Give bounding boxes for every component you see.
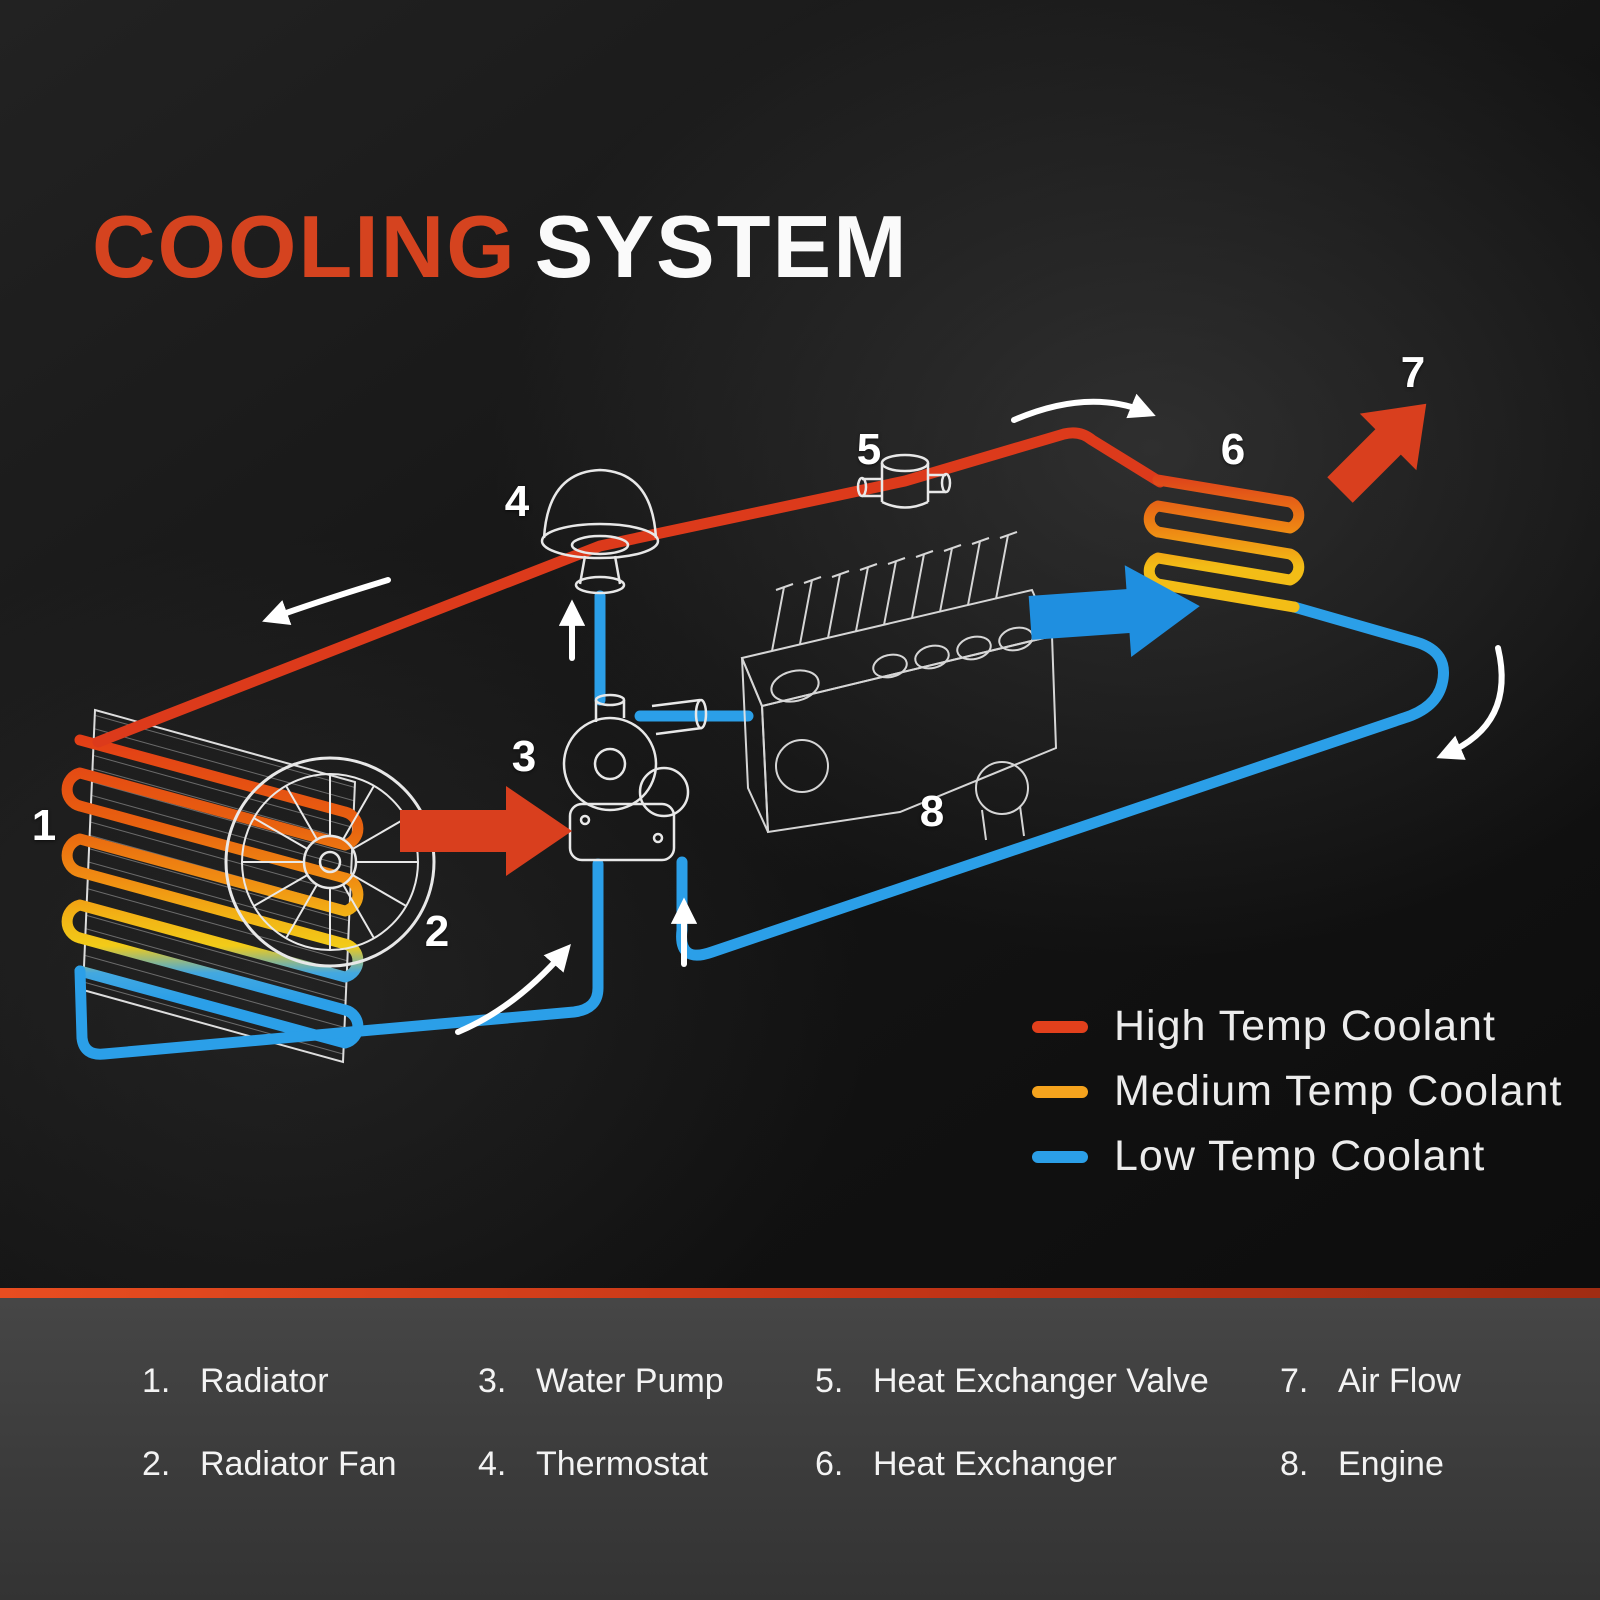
marker-2-radiator-fan: 2 bbox=[424, 907, 450, 956]
radiator-fan bbox=[224, 756, 436, 968]
flow-arrow-right-curved bbox=[1436, 645, 1505, 760]
title-cooling: COOLING bbox=[92, 197, 517, 296]
high-temp-swatch bbox=[1032, 1020, 1088, 1033]
part-item-heat-exchanger-valve: 5. Heat Exchanger Valve bbox=[815, 1362, 1209, 1401]
part-label: Thermostat bbox=[536, 1445, 708, 1483]
low-temp-swatch bbox=[1032, 1150, 1088, 1163]
medium-temp-swatch bbox=[1032, 1085, 1088, 1098]
part-label: Engine bbox=[1338, 1445, 1444, 1483]
legend-label: Low Temp Coolant bbox=[1114, 1132, 1486, 1180]
parts-column-3: 5. Heat Exchanger Valve 6. Heat Exchange… bbox=[815, 1362, 1209, 1484]
thermostat bbox=[540, 468, 660, 595]
legend-row-high-temp: High Temp Coolant bbox=[1032, 1002, 1562, 1051]
part-item-thermostat: 4. Thermostat bbox=[478, 1445, 724, 1484]
fan-spokes bbox=[242, 774, 418, 950]
legend-label: High Temp Coolant bbox=[1114, 1002, 1496, 1050]
part-item-radiator: 1. Radiator bbox=[142, 1362, 397, 1401]
coolant-flow-arrow-blue bbox=[1028, 565, 1200, 657]
legend: High Temp Coolant Medium Temp Coolant Lo… bbox=[1032, 1002, 1562, 1181]
flow-arrow-return-curved bbox=[455, 944, 571, 1035]
marker-5-heat-exchanger-valve: 5 bbox=[856, 425, 882, 474]
parts-column-4: 7. Air Flow 8. Engine bbox=[1280, 1362, 1461, 1484]
part-number: 6. bbox=[815, 1445, 844, 1483]
marker-4-thermostat: 4 bbox=[504, 477, 530, 526]
flow-arrow-top-curved bbox=[1011, 393, 1156, 423]
heat-exchanger-coil bbox=[1143, 474, 1305, 613]
marker-6-heat-exchanger: 6 bbox=[1220, 425, 1246, 474]
part-number: 4. bbox=[478, 1445, 507, 1483]
part-label: Heat Exchanger bbox=[873, 1445, 1117, 1483]
part-label: Radiator bbox=[200, 1362, 329, 1400]
part-number: 8. bbox=[1280, 1445, 1309, 1483]
radiator-coil bbox=[61, 734, 364, 1049]
part-item-radiator-fan: 2. Radiator Fan bbox=[142, 1445, 397, 1484]
part-item-water-pump: 3. Water Pump bbox=[478, 1362, 724, 1401]
part-label: Radiator Fan bbox=[200, 1445, 397, 1483]
flow-direction-arrows bbox=[262, 393, 1505, 1035]
part-number: 3. bbox=[478, 1362, 507, 1400]
marker-7-air-flow: 7 bbox=[1400, 348, 1426, 397]
marker-8-engine: 8 bbox=[919, 787, 945, 836]
accent-divider bbox=[0, 1288, 1600, 1298]
air-flow-arrow bbox=[1327, 403, 1427, 503]
part-item-heat-exchanger: 6. Heat Exchanger bbox=[815, 1445, 1209, 1484]
part-number: 5. bbox=[815, 1362, 844, 1400]
part-number: 2. bbox=[142, 1445, 171, 1483]
parts-list-panel bbox=[0, 1298, 1600, 1600]
part-label: Heat Exchanger Valve bbox=[873, 1362, 1209, 1400]
legend-row-low-temp: Low Temp Coolant bbox=[1032, 1132, 1562, 1181]
engine bbox=[740, 531, 1058, 841]
water-pump bbox=[562, 693, 708, 862]
flow-arrow-to-radiator bbox=[262, 577, 391, 625]
title-system: SYSTEM bbox=[534, 197, 909, 296]
heat-exchanger-valve bbox=[856, 453, 952, 509]
marker-3-water-pump: 3 bbox=[511, 732, 537, 781]
marker-1-radiator: 1 bbox=[31, 801, 57, 850]
legend-row-medium-temp: Medium Temp Coolant bbox=[1032, 1067, 1562, 1116]
legend-label: Medium Temp Coolant bbox=[1114, 1067, 1563, 1115]
hot-air-arrow bbox=[400, 786, 572, 876]
parts-column-1: 1. Radiator 2. Radiator Fan bbox=[142, 1362, 397, 1484]
part-item-air-flow: 7. Air Flow bbox=[1280, 1362, 1461, 1401]
part-label: Water Pump bbox=[536, 1362, 724, 1400]
parts-column-2: 3. Water Pump 4. Thermostat bbox=[478, 1362, 724, 1484]
part-number: 7. bbox=[1280, 1362, 1309, 1400]
high-temp-pipe bbox=[92, 427, 1166, 748]
part-label: Air Flow bbox=[1338, 1362, 1461, 1400]
part-number: 1. bbox=[142, 1362, 171, 1400]
part-item-engine: 8. Engine bbox=[1280, 1445, 1461, 1484]
